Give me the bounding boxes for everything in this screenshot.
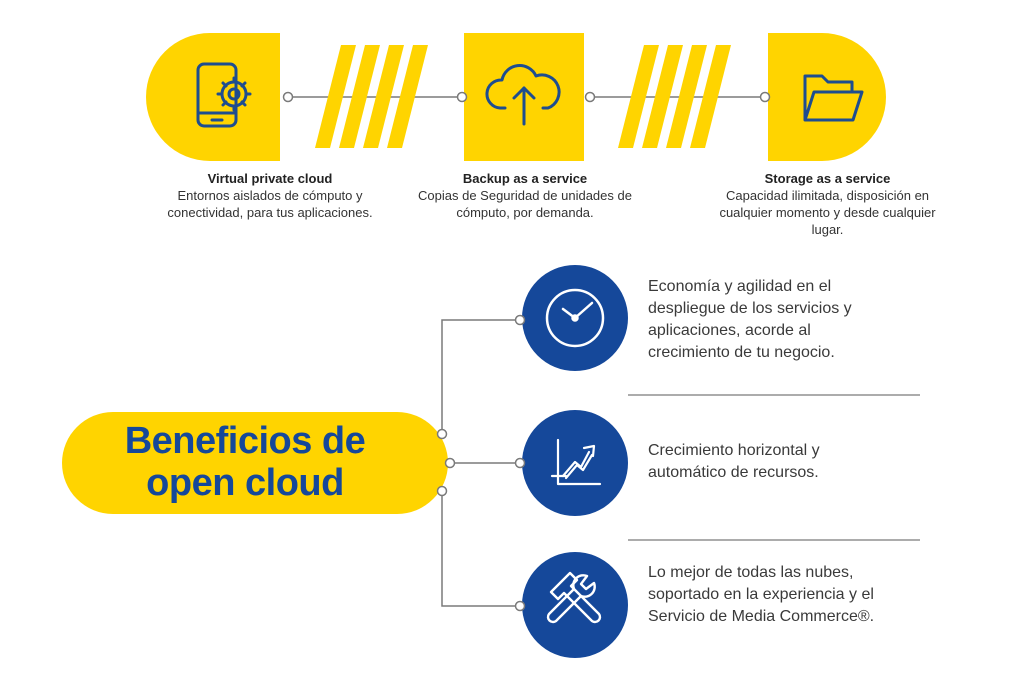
benefit-text-1: Economía y agilidad en el despliegue de …: [648, 278, 852, 361]
service-desc-3: Capacidad ilimitada, disposición en cual…: [719, 188, 936, 237]
connector-dot: [282, 91, 294, 103]
connector-dot: [444, 457, 456, 469]
service-shape-1: [146, 33, 280, 161]
benefit-text-2: Crecimiento horizontal y automático de r…: [648, 442, 820, 481]
phone-gear-icon: [196, 62, 252, 128]
connector-dot: [514, 457, 526, 469]
service-desc-2: Copias de Seguridad de unidades de cómpu…: [418, 188, 632, 220]
service-shape-3: [768, 33, 886, 161]
benefits-title-line1: Beneficios de: [124, 420, 366, 462]
cloud-upload-icon: [485, 64, 561, 126]
service-caption-1: Virtual private cloud Entornos aislados …: [150, 170, 390, 221]
clock-icon: [545, 288, 605, 348]
tools-icon: [546, 571, 602, 624]
connector-dot: [456, 91, 468, 103]
connector-line-benefit-3: [441, 491, 520, 607]
growth-chart-icon: [550, 438, 602, 486]
connector-dot: [436, 485, 448, 497]
benefit-text-3: Lo mejor de todas las nubes, soportado e…: [648, 564, 875, 625]
connector-line-benefit-1: [441, 319, 520, 434]
connector-dot: [514, 600, 526, 612]
connector-dot: [584, 91, 596, 103]
connector-dot: [759, 91, 771, 103]
service-title-3: Storage as a service: [764, 171, 891, 186]
benefits-title-pill: [62, 412, 448, 514]
stripes-decoration-2: [618, 45, 731, 148]
service-caption-2: Backup as a service Copias de Seguridad …: [415, 170, 635, 221]
benefits-title-line2: open cloud: [146, 462, 344, 504]
service-title-2: Backup as a service: [462, 171, 588, 186]
service-caption-3: Storage as a service Capacidad ilimitada…: [705, 170, 950, 238]
service-desc-1: Entornos aislados de cómputo y conectivi…: [167, 188, 373, 220]
connector-dot: [514, 314, 526, 326]
benefits-title: Beneficios de open cloud: [80, 420, 410, 504]
folder-icon: [803, 74, 864, 122]
service-title-1: Virtual private cloud: [207, 171, 333, 186]
connector-dot: [436, 428, 448, 440]
stripes-decoration-1: [315, 45, 428, 148]
